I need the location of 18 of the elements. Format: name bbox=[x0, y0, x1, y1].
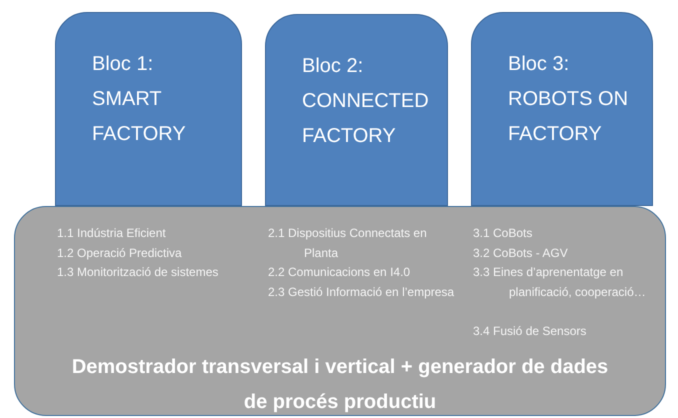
list-item: 3.4 Fusió de Sensors bbox=[473, 322, 588, 340]
block-tab bbox=[471, 12, 653, 206]
list-item: 2.1 Dispositius Connectats en Planta bbox=[268, 225, 428, 262]
list-item: 2.2 Comunicacions en I4.0 bbox=[268, 264, 412, 281]
block-tab bbox=[265, 14, 448, 206]
panel-heading: Demostrador transversal i vertical + generador de dades de procés productiu bbox=[70, 355, 610, 415]
list-item: 1.2 Operació Predictiva bbox=[57, 244, 183, 262]
list-item: 3.3 Eines d’aprenentatge en planificació, cooperació… bbox=[473, 264, 647, 300]
list-item: 2.3 Gestió Informació en l’empresa bbox=[268, 284, 456, 300]
list-item: 3.1 CoBots bbox=[473, 225, 534, 242]
base-panel bbox=[14, 206, 666, 416]
block-title: Bloc 2: CONNECTED FACTORY bbox=[302, 54, 430, 149]
block-tab bbox=[55, 12, 242, 206]
block-title: Bloc 3: ROBOTS ON FACTORY bbox=[508, 52, 630, 147]
block-title: Bloc 1: SMART FACTORY bbox=[92, 52, 187, 147]
list-item: 1.1 Indústria Eficient bbox=[57, 225, 167, 242]
list-item: 3.2 CoBots - AGV bbox=[473, 244, 569, 262]
list-item: 1.3 Monitorització de sistemes bbox=[57, 264, 220, 281]
